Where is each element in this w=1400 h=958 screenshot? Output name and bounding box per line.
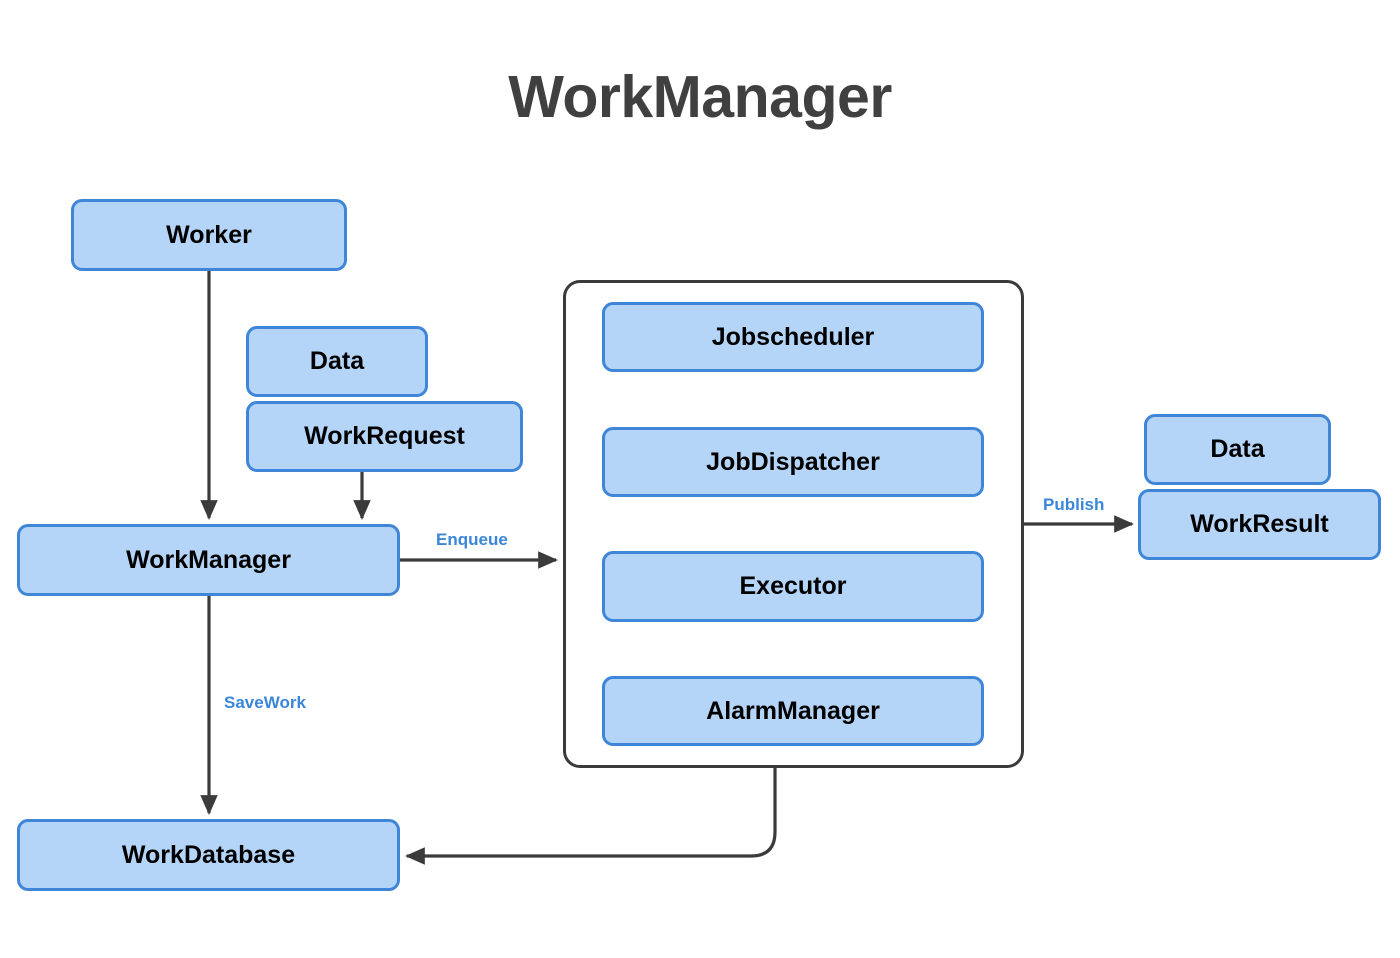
node-jobscheduler[interactable]: Jobscheduler [602, 302, 984, 372]
edge-label-publish: Publish [1043, 495, 1105, 514]
node-workrequest-label: WorkRequest [304, 422, 465, 450]
node-alarmmanager-label: AlarmManager [706, 696, 880, 725]
node-data-left[interactable]: Data [246, 326, 428, 397]
node-workdatabase[interactable]: WorkDatabase [17, 819, 400, 891]
node-workdatabase-label: WorkDatabase [121, 840, 296, 869]
edge-label-enqueue: Enqueue [436, 530, 508, 549]
node-workresult[interactable]: WorkResult [1138, 489, 1381, 560]
node-workresult-label: WorkResult [1190, 510, 1329, 538]
node-data-right[interactable]: Data [1144, 414, 1331, 485]
page-title: WorkManager [508, 64, 892, 130]
node-worker[interactable]: Worker [71, 199, 347, 271]
node-jobscheduler-label: Jobscheduler [711, 322, 875, 351]
node-jobdispatcher[interactable]: JobDispatcher [602, 427, 984, 497]
node-executor[interactable]: Executor [602, 551, 984, 622]
node-data-left-label: Data [309, 347, 365, 375]
node-workmanager-label: WorkManager [126, 545, 291, 574]
node-workrequest[interactable]: WorkRequest [246, 401, 523, 472]
edge-label-savework: SaveWork [224, 693, 306, 712]
node-data-right-label: Data [1210, 435, 1265, 463]
node-alarmmanager[interactable]: AlarmManager [602, 676, 984, 746]
node-jobdispatcher-label: JobDispatcher [706, 447, 880, 476]
edge-group-to-workdatabase [405, 768, 777, 865]
node-executor-label: Executor [739, 572, 847, 600]
node-workmanager[interactable]: WorkManager [17, 524, 400, 596]
node-worker-label: Worker [166, 220, 252, 249]
